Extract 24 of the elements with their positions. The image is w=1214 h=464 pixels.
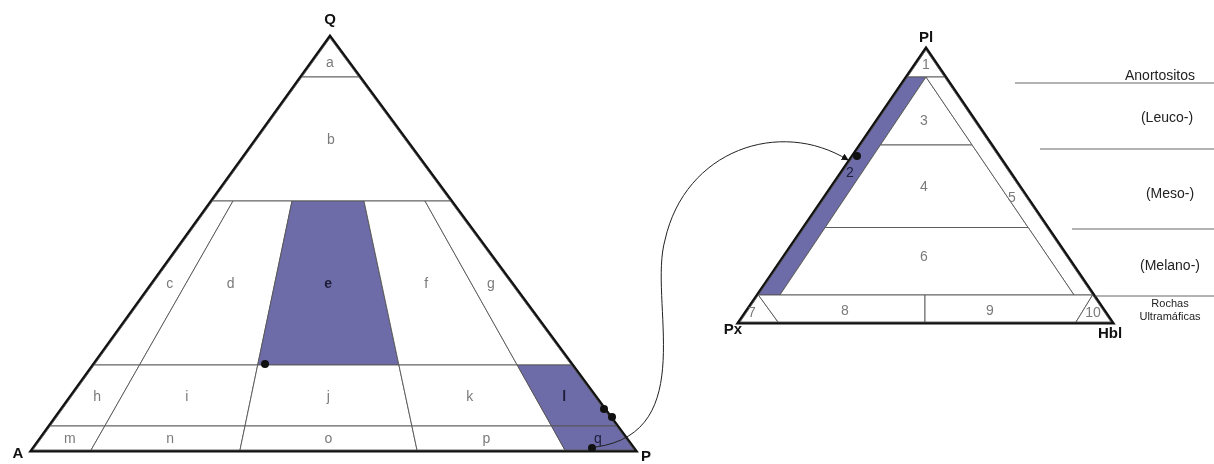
classification-field: 1 bbox=[907, 49, 945, 78]
classification-field: a bbox=[301, 37, 360, 78]
classification-field: 6 bbox=[779, 227, 1075, 296]
classification-field: o bbox=[239, 425, 418, 451]
classification-field: 10 bbox=[1075, 294, 1112, 323]
classification-field: m bbox=[32, 425, 106, 451]
vertex-label: P bbox=[641, 446, 651, 464]
vertex-label: Q bbox=[324, 9, 336, 27]
rock-class-label: (Meso-) bbox=[1145, 185, 1195, 201]
classification-field: k bbox=[398, 364, 552, 427]
classification-field: i bbox=[104, 364, 259, 427]
classification-field: b bbox=[212, 76, 451, 202]
classification-field: q bbox=[551, 425, 635, 451]
rock-class-label: (Melano-) bbox=[1140, 257, 1200, 273]
vertex-label: Hbl bbox=[1097, 323, 1123, 341]
classification-field: p bbox=[411, 425, 566, 451]
rock-class-label: Anortositos bbox=[1125, 67, 1195, 83]
classification-field: 7 bbox=[739, 294, 779, 323]
classification-field: e bbox=[257, 200, 400, 366]
curved-arrow bbox=[595, 141, 849, 448]
rock-class-label: (Leuco-) bbox=[1140, 109, 1194, 125]
vertex-label: A bbox=[12, 443, 24, 461]
rock-class-label: Rochas Ultramáficas bbox=[1138, 297, 1202, 323]
vertex-label: Pl bbox=[918, 27, 934, 45]
